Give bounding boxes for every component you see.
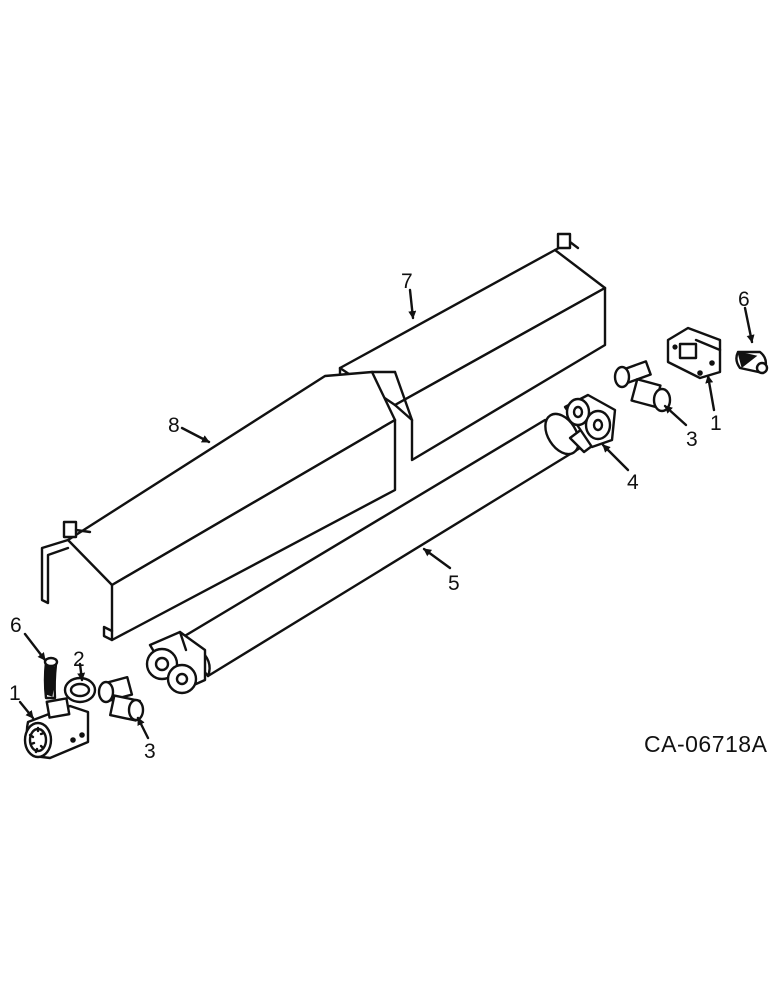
shield-section-7 — [338, 232, 607, 462]
yoke-right-1 — [666, 326, 722, 380]
callout-8: 8 — [168, 414, 180, 437]
callout-leaders — [18, 288, 755, 740]
spring-pin-right-6 — [735, 350, 769, 375]
callout-7: 7 — [401, 270, 413, 293]
rear-yoke-4 — [563, 393, 617, 449]
cross-journal-right-3 — [613, 360, 672, 413]
splined-hub-left-1 — [23, 697, 90, 760]
callout-4: 4 — [627, 471, 639, 494]
front-tube-yoke — [145, 630, 207, 695]
shield-section-8 — [40, 370, 414, 642]
ring-2 — [63, 676, 97, 704]
callout-1-left: 1 — [9, 682, 21, 705]
callout-3-left: 3 — [144, 740, 156, 763]
callout-2: 2 — [73, 648, 85, 671]
callout-5: 5 — [448, 572, 460, 595]
spring-pin-left-6 — [43, 656, 59, 700]
callout-6-left: 6 — [10, 614, 22, 637]
callout-3-right: 3 — [686, 428, 698, 451]
callout-labels: 7 8 6 1 3 4 5 6 2 1 3 CA-06718A — [9, 270, 768, 763]
cross-journal-left-3 — [97, 676, 145, 722]
callout-6-right: 6 — [738, 288, 750, 311]
drawing-code: CA-06718A — [644, 731, 768, 757]
callout-1-right: 1 — [710, 412, 722, 435]
